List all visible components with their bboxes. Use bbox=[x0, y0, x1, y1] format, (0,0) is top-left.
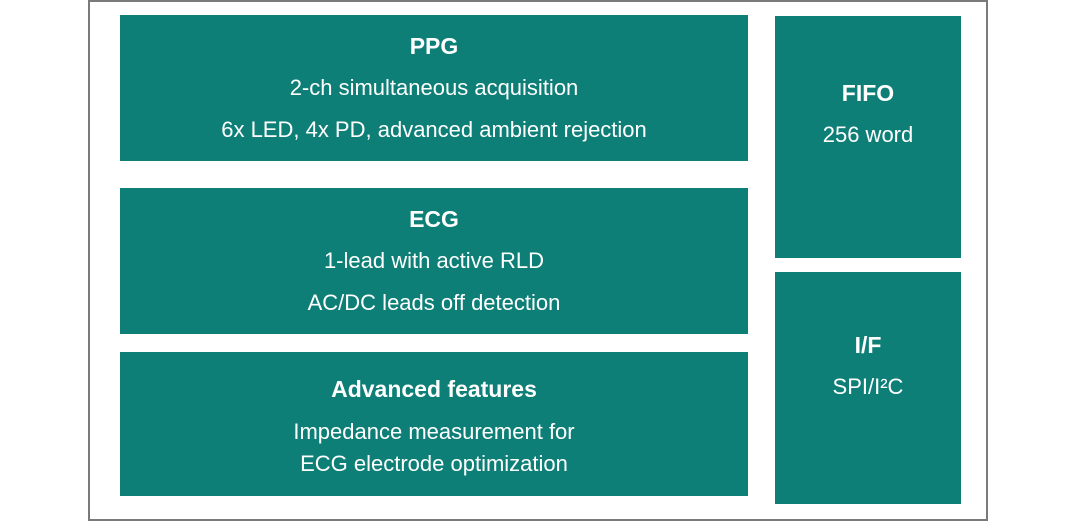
block-ppg: PPG 2-ch simultaneous acquisition 6x LED… bbox=[120, 15, 748, 161]
block-fifo-line-1: 256 word bbox=[822, 122, 914, 147]
block-advanced-features-title: Advanced features bbox=[331, 376, 537, 402]
block-interface-line-1: SPI/I²C bbox=[832, 374, 904, 399]
block-advanced-features-line-1: Impedance measurement for bbox=[293, 419, 575, 444]
block-advanced-features-line-2: ECG electrode optimization bbox=[300, 451, 568, 476]
block-ppg-title: PPG bbox=[409, 33, 459, 59]
block-ecg-line-1: 1-lead with active RLD bbox=[323, 248, 545, 273]
block-interface-title: I/F bbox=[854, 332, 882, 358]
block-interface: I/F SPI/I²C bbox=[775, 272, 961, 504]
block-ppg-line-2: 6x LED, 4x PD, advanced ambient rejectio… bbox=[221, 117, 647, 142]
block-advanced-features: Advanced features Impedance measurement … bbox=[120, 352, 748, 496]
block-ppg-line-1: 2-ch simultaneous acquisition bbox=[289, 75, 579, 100]
diagram-frame: PPG 2-ch simultaneous acquisition 6x LED… bbox=[88, 0, 988, 521]
block-ecg-title: ECG bbox=[409, 206, 459, 232]
block-fifo: FIFO 256 word bbox=[775, 16, 961, 258]
block-ecg: ECG 1-lead with active RLD AC/DC leads o… bbox=[120, 188, 748, 334]
block-ecg-line-2: AC/DC leads off detection bbox=[307, 290, 561, 315]
block-fifo-title: FIFO bbox=[841, 80, 895, 106]
